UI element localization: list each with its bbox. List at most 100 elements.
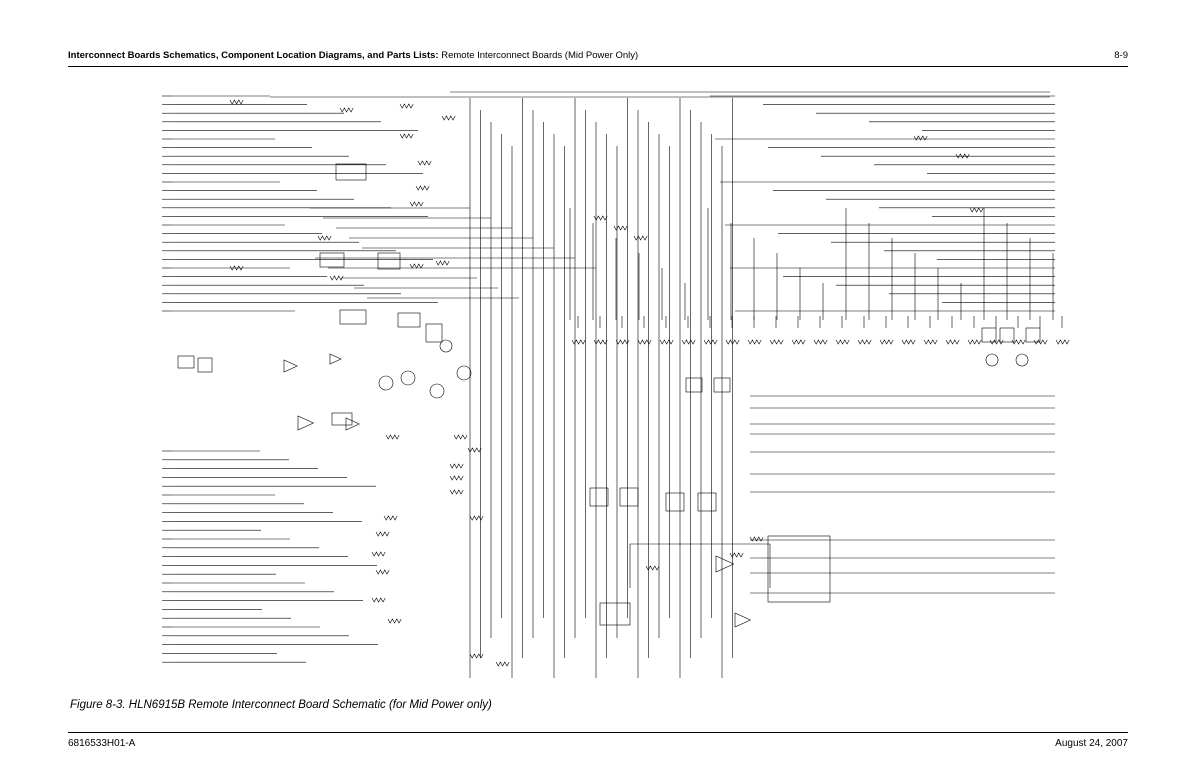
resistor-symbol (703, 339, 718, 345)
component-box (335, 163, 367, 181)
transistor-symbol (1015, 353, 1029, 367)
resistor-symbol (383, 515, 398, 521)
schematic-svg (162, 91, 1092, 678)
transistor-symbol (456, 365, 472, 381)
component-box (599, 602, 631, 626)
resistor-symbol (969, 207, 984, 213)
resistor-symbol (339, 107, 354, 113)
component-box (981, 327, 997, 343)
header-title-rest: Remote Interconnect Boards (Mid Power On… (438, 50, 639, 61)
header-rule (68, 66, 1128, 67)
op-amp-symbol (715, 555, 735, 573)
resistor-symbol (645, 565, 660, 571)
resistor-symbol (371, 597, 386, 603)
resistor-symbol (467, 447, 482, 453)
resistor-symbol (725, 339, 740, 345)
resistor-symbol (453, 434, 468, 440)
transistor-symbol (400, 370, 416, 386)
header-title-bold: Interconnect Boards Schematics, Componen… (68, 50, 439, 61)
resistor-symbol (469, 515, 484, 521)
component-box (397, 312, 421, 328)
resistor-symbol (901, 339, 916, 345)
doc-number: 6816533H01-A (68, 738, 136, 749)
footer-rule (68, 732, 1128, 733)
resistor-symbol (375, 531, 390, 537)
component-box (665, 492, 685, 512)
op-amp-symbol (283, 359, 298, 373)
component-box (589, 487, 609, 507)
doc-date: August 24, 2007 (1055, 738, 1128, 749)
resistor-symbol (417, 160, 432, 166)
component-box (197, 357, 213, 373)
resistor-symbol (229, 265, 244, 271)
resistor-symbol (371, 551, 386, 557)
resistor-symbol (229, 99, 244, 105)
component-box (425, 323, 443, 343)
resistor-symbol (435, 260, 450, 266)
transistor-symbol (378, 375, 394, 391)
resistor-symbol (955, 153, 970, 159)
resistor-symbol (769, 339, 784, 345)
component-box (319, 252, 345, 268)
resistor-symbol (1055, 339, 1070, 345)
resistor-symbol (989, 339, 1004, 345)
resistor-symbol (317, 235, 332, 241)
resistor-symbol (441, 115, 456, 121)
resistor-symbol (449, 475, 464, 481)
resistor-symbol (681, 339, 696, 345)
component-box (619, 487, 639, 507)
resistor-symbol (415, 185, 430, 191)
component-box (999, 327, 1015, 343)
resistor-symbol (749, 536, 764, 542)
resistor-symbol (967, 339, 982, 345)
resistor-symbol (375, 569, 390, 575)
resistor-symbol (913, 135, 928, 141)
component-box (331, 412, 353, 426)
resistor-symbol (835, 339, 850, 345)
resistor-symbol (791, 339, 806, 345)
header-title: Interconnect Boards Schematics, Componen… (68, 50, 638, 61)
resistor-symbol (571, 339, 586, 345)
transistor-symbol (439, 339, 453, 353)
resistor-symbol (385, 434, 400, 440)
resistor-symbol (945, 339, 960, 345)
resistor-symbol (399, 133, 414, 139)
resistor-symbol (409, 263, 424, 269)
resistor-symbol (1011, 339, 1026, 345)
component-box (1025, 327, 1041, 343)
component-box (713, 377, 731, 393)
op-amp-symbol (345, 417, 360, 431)
resistor-symbol (637, 339, 652, 345)
resistor-symbol (593, 339, 608, 345)
component-box (339, 309, 367, 325)
component-box (377, 252, 401, 270)
figure-caption: Figure 8-3. HLN6915B Remote Interconnect… (70, 699, 492, 711)
page-number: 8-9 (1114, 50, 1128, 61)
component-box (685, 377, 703, 393)
resistor-symbol (879, 339, 894, 345)
resistor-symbol (329, 275, 344, 281)
resistor-symbol (857, 339, 872, 345)
resistor-symbol (593, 215, 608, 221)
resistor-symbol (923, 339, 938, 345)
resistor-symbol (449, 489, 464, 495)
component-box (177, 355, 195, 369)
resistor-symbol (469, 653, 484, 659)
resistor-symbol (747, 339, 762, 345)
op-amp-symbol (297, 415, 315, 431)
resistor-symbol (399, 103, 414, 109)
resistor-symbol (659, 339, 674, 345)
component-box (767, 535, 831, 603)
resistor-symbol (449, 463, 464, 469)
transistor-symbol (429, 383, 445, 399)
resistor-symbol (615, 339, 630, 345)
resistor-symbol (409, 201, 424, 207)
resistor-symbol (495, 661, 510, 667)
resistor-symbol (813, 339, 828, 345)
op-amp-symbol (734, 612, 752, 628)
transistor-symbol (985, 353, 999, 367)
op-amp-symbol (329, 353, 342, 365)
schematic-wires (162, 91, 1085, 678)
resistor-symbol (613, 225, 628, 231)
schematic-diagram (150, 88, 1092, 688)
